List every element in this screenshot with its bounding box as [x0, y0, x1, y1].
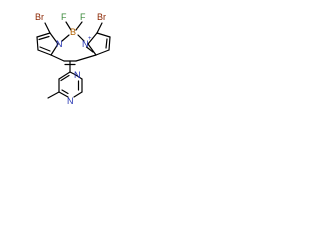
bond-c3-c4	[37, 49, 52, 56]
bond-c4-nleft	[50, 43, 59, 56]
bond-c1-c2	[36, 32, 51, 38]
bond-c8-nright-double	[85, 46, 94, 53]
bond-pz-c3-n-double	[61, 89, 69, 95]
bond-lines	[36, 21, 111, 99]
atom-br-right: Br	[97, 12, 106, 22]
bond-pz-n-c4	[73, 91, 83, 98]
bond-c1-c2-double	[38, 35, 50, 41]
bond-c6-c7-double	[105, 38, 108, 49]
bond-meso-c8-b	[75, 54, 97, 62]
bond-c3-c4-double	[39, 46, 51, 52]
bond-pz-c1-c2-double	[60, 74, 70, 82]
atom-f-right: F	[80, 12, 86, 22]
bond-c4-meso	[50, 54, 65, 62]
bond-c5-brright	[96, 22, 103, 34]
bond-c8-nright	[87, 43, 97, 56]
bond-c1-brleft	[44, 22, 51, 34]
bond-c5-c6	[96, 32, 111, 38]
atom-n-pyrazine-bottom: N	[67, 96, 74, 106]
bond-nleft-c1	[49, 32, 59, 45]
atom-n-pyrazine-top: N	[74, 70, 81, 80]
bond-pz-c1-c2	[58, 71, 71, 80]
atom-br-left: Br	[35, 12, 44, 22]
bond-pz-c5-ntop	[74, 73, 83, 80]
bond-pz-ntop-c1	[69, 71, 76, 76]
bond-c7-c8	[95, 49, 110, 56]
bond-b-fright	[75, 21, 83, 31]
bond-nleft-b	[61, 34, 70, 42]
bond-b-nright	[77, 34, 85, 42]
atom-b: B	[70, 27, 76, 37]
bond-pz-c3-n	[58, 91, 69, 98]
bond-c2-c3	[36, 36, 39, 51]
atom-n-right-charge: +	[88, 36, 92, 42]
atom-f-left: F	[61, 12, 67, 22]
bond-nright-c5	[87, 32, 98, 45]
atom-b-charge: -	[76, 26, 78, 32]
bond-b-fleft	[65, 21, 72, 31]
bond-methyl	[47, 91, 60, 99]
molecule-structure-diagram: Br Br F F B - N N + N N	[35, 12, 111, 106]
atom-n-right: N	[82, 39, 89, 49]
bond-c6-c7	[108, 36, 111, 51]
atom-n-left: N	[56, 39, 63, 49]
